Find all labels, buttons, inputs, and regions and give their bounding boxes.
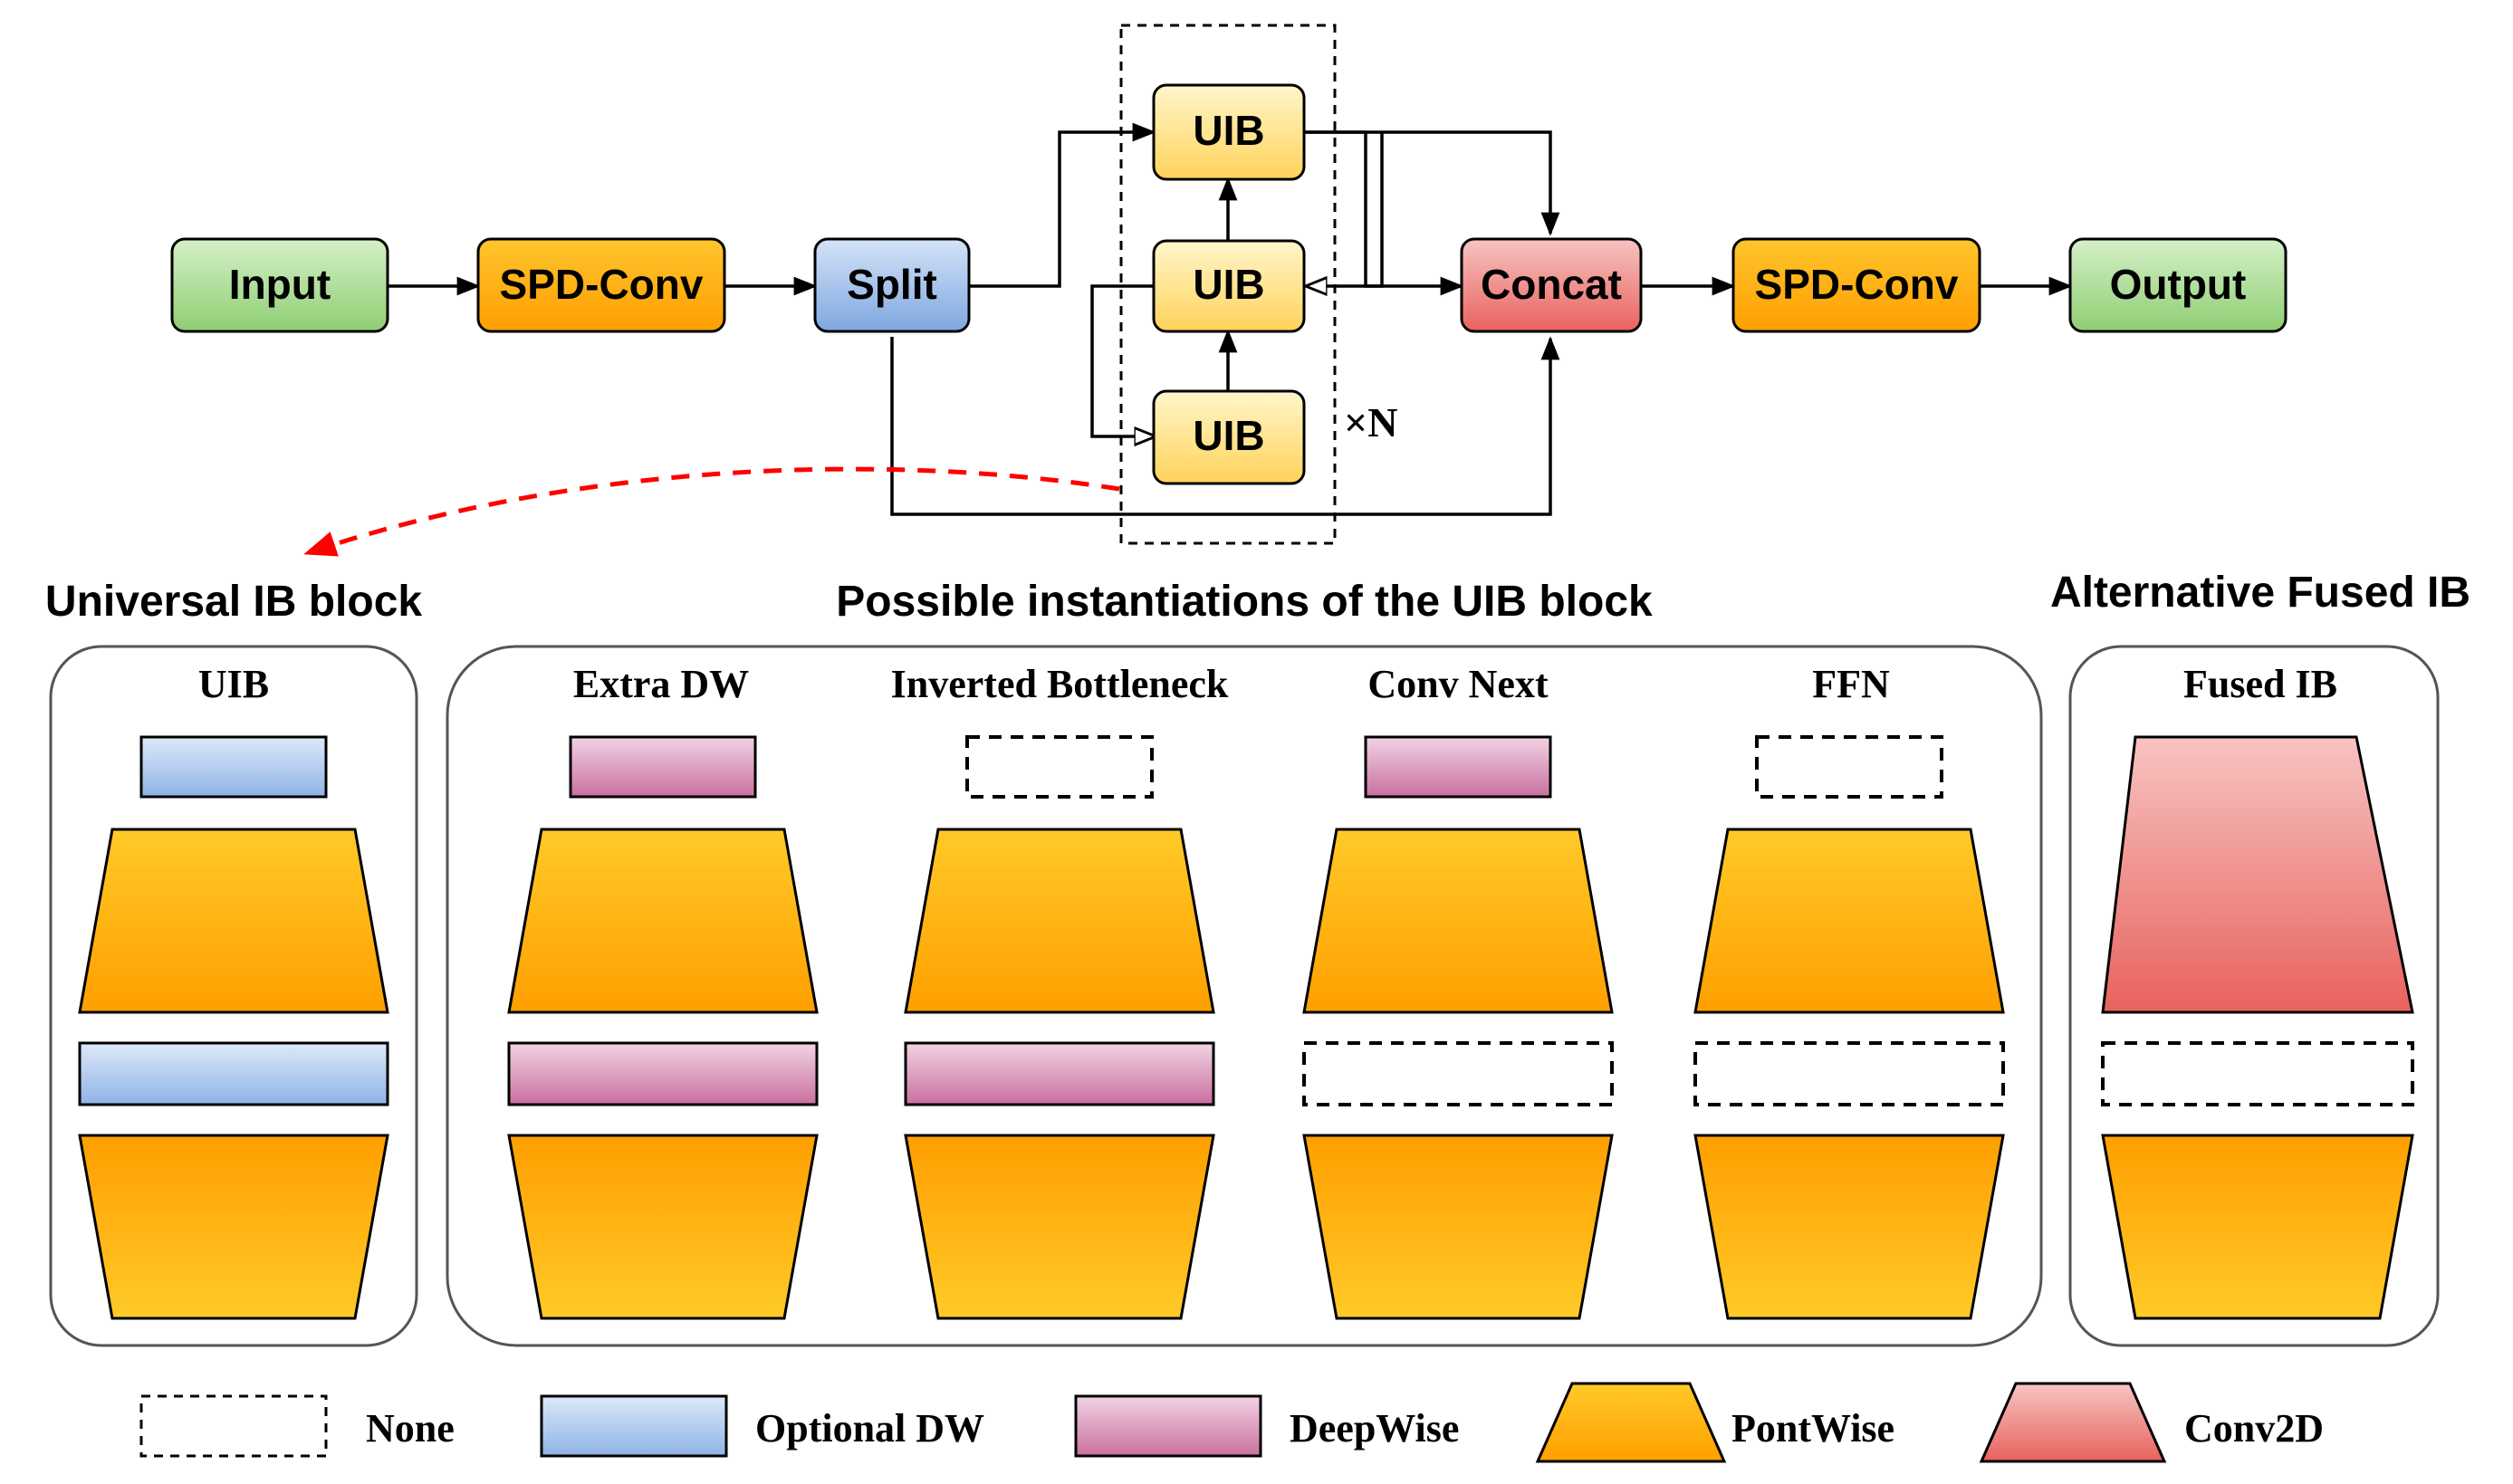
col-title-uib: UIB: [198, 662, 269, 706]
column-uib: [78, 735, 389, 1320]
input-node: Input: [170, 237, 389, 333]
legend: None Optional DW DeepWise PontWise Conv2…: [139, 1382, 2324, 1463]
uib-repeat-group: [1119, 24, 1337, 545]
uib-node-top: UIB: [1152, 83, 1306, 181]
spd-conv-node-1: SPD-Conv: [476, 237, 726, 333]
uib-node-mid: UIB: [1152, 239, 1306, 333]
column-inverted-bottleneck: [904, 735, 1215, 1320]
legend-pontwise: PontWise: [1535, 1382, 1894, 1463]
possible-instantiations-title: Possible instantiations of the UIB block: [836, 578, 1653, 626]
spd-conv-2-label: SPD-Conv: [1755, 261, 1959, 308]
legend-none-label: None: [366, 1406, 455, 1450]
deepwise-mid: [904, 1041, 1215, 1106]
legend-deepwise: DeepWise: [1074, 1394, 1459, 1458]
legend-deepwise-label: DeepWise: [1290, 1406, 1459, 1450]
legend-optional-dw-label: Optional DW: [755, 1406, 984, 1450]
output-label: Output: [2110, 261, 2247, 308]
col-title-inverted-bottleneck: Inverted Bottleneck: [891, 662, 1229, 706]
legend-optional-dw: Optional DW: [540, 1394, 984, 1458]
legend-none: None: [139, 1394, 455, 1458]
column-fused-ib: [2101, 735, 2414, 1320]
spd-conv-node-2: SPD-Conv: [1731, 237, 1981, 333]
red-dashed-arrow: [303, 466, 1120, 557]
edge-uibmid-skip: [1090, 284, 1154, 436]
none-mid: [1302, 1041, 1614, 1106]
edge-uibtop-uibmid-return: [1308, 132, 1384, 286]
alternative-fused-ib-title: Alternative Fused IB: [2050, 569, 2470, 617]
edge-uibtop-concat-side: [1304, 130, 1464, 296]
pontwise-expand: [78, 828, 389, 1014]
pontwise-expand: [1693, 828, 2005, 1014]
column-conv-next: [1302, 735, 1614, 1320]
deepwise-top: [569, 735, 757, 799]
spd-conv-1-label: SPD-Conv: [500, 261, 704, 308]
legend-pontwise-label: PontWise: [1731, 1406, 1894, 1450]
optional-dw-mid: [78, 1041, 389, 1106]
column-ffn: [1693, 735, 2005, 1320]
universal-ib-title: Universal IB block: [45, 578, 422, 626]
column-extra-dw: [507, 735, 819, 1320]
conv2d-expand: [2101, 735, 2414, 1014]
concat-label: Concat: [1481, 261, 1622, 308]
pontwise-expand: [904, 828, 1215, 1014]
pontwise-expand: [507, 828, 819, 1014]
optional-dw-top: [139, 735, 328, 799]
split-label: Split: [847, 261, 937, 308]
concat-node: Concat: [1460, 237, 1643, 333]
fused-ib-panel: [2068, 645, 2440, 1347]
legend-conv2d-label: Conv2D: [2184, 1406, 2324, 1450]
none-mid: [2101, 1041, 2414, 1106]
col-title-extra-dw: Extra DW: [573, 662, 749, 706]
pontwise-project: [507, 1134, 819, 1320]
instantiations-panel: [446, 645, 2043, 1347]
pontwise-project: [904, 1134, 1215, 1320]
legend-conv2d: Conv2D: [1979, 1382, 2324, 1463]
pontwise-expand: [1302, 828, 1614, 1014]
uib-node-bot: UIB: [1152, 389, 1306, 485]
uib-top-label: UIB: [1193, 107, 1264, 154]
edge-split-uibtop: [969, 122, 1156, 288]
output-node: Output: [2068, 237, 2288, 333]
uib-mid-label: UIB: [1193, 261, 1264, 308]
col-title-fused-ib: Fused IB: [2183, 662, 2337, 706]
none-top: [1755, 735, 1943, 799]
repeat-label: ×N: [1344, 399, 1397, 445]
edge-uibtop-concat: [1304, 130, 1560, 236]
universal-ib-panel: [49, 645, 418, 1347]
flow-connectors: [388, 122, 2073, 516]
pontwise-project: [2101, 1134, 2414, 1320]
uib-bot-label: UIB: [1193, 412, 1264, 459]
deepwise-top: [1364, 735, 1552, 799]
split-node: Split: [813, 237, 971, 333]
col-title-ffn: FFN: [1812, 662, 1890, 706]
input-label: Input: [229, 261, 331, 308]
none-mid: [1693, 1041, 2005, 1106]
edge-split-concat-bottom: [890, 336, 1560, 516]
deepwise-mid: [507, 1041, 819, 1106]
pontwise-project: [1693, 1134, 2005, 1320]
col-title-conv-next: Conv Next: [1367, 662, 1549, 706]
pontwise-project: [1302, 1134, 1614, 1320]
none-top: [965, 735, 1154, 799]
pontwise-project: [78, 1134, 389, 1320]
